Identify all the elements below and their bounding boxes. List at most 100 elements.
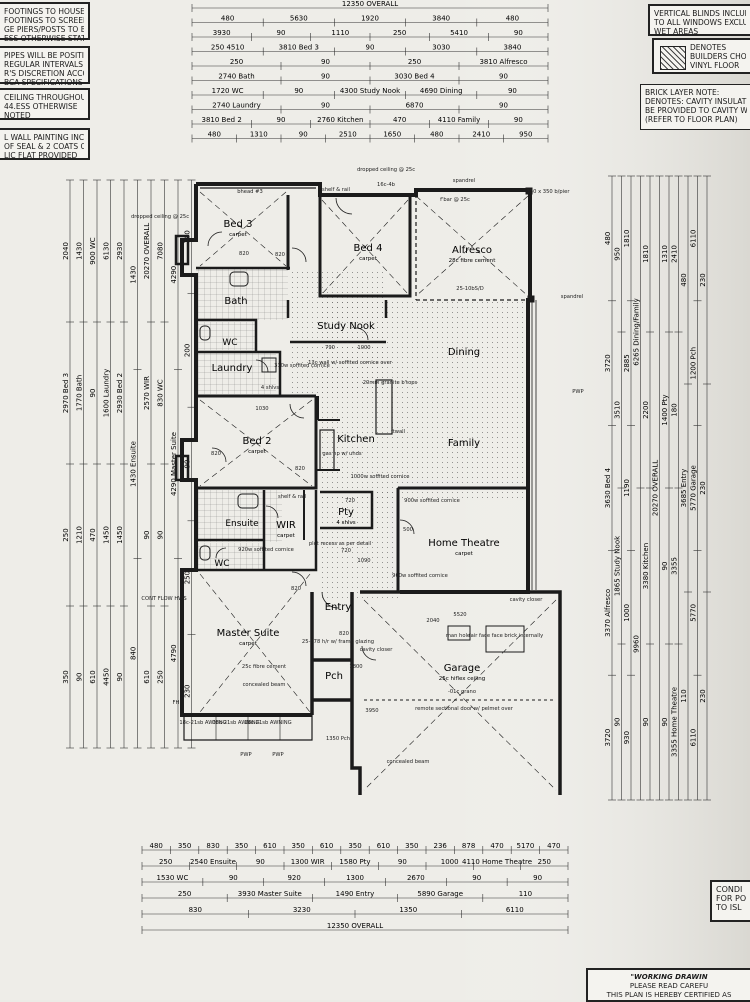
dimension-label: 1300 WIR [291, 858, 325, 866]
dimension-label: 1450 [103, 526, 111, 544]
dimension-label: 1000 [623, 604, 631, 622]
dimension-label: 1430 [76, 242, 84, 260]
dimension-label: 5410 [450, 29, 468, 37]
room-name: Home Theatre [428, 538, 499, 549]
plan-annotation: 1350 Pch [326, 736, 350, 742]
dimension-label: 3630 Bed 4 [604, 467, 612, 508]
dimension-label: 1720 WC [212, 87, 244, 95]
dimension-label: 3230 [293, 906, 311, 914]
dimension-label: 90 [321, 102, 330, 110]
room-name: Kitchen [337, 434, 375, 445]
dimension-label: 1310 [250, 131, 268, 139]
plan-annotation: spandrel [453, 178, 475, 184]
note-line: CONDI [716, 885, 743, 894]
room-name: Entry [325, 602, 352, 613]
dimension-label: 350 [62, 670, 70, 683]
dimension-label: 90 [89, 389, 97, 398]
room-finish: carpet [455, 551, 474, 557]
left-note-footings: FOOTINGS TO HOUSE TO BE -2c FOOTINGS TO … [0, 2, 90, 43]
dimension-label: 1200 Pch [690, 347, 698, 380]
note-line: 44.ESS OTHERWISE [4, 102, 78, 111]
dimension-label: 1310 [661, 245, 669, 263]
dimension-label: 12350 OVERALL [342, 0, 398, 8]
note-line: VERTICAL BLINDS INCLUDED [654, 9, 746, 18]
dimension-label: 90 [499, 73, 508, 81]
dimension-label: 950 [519, 131, 532, 139]
dimension-label: 110 [680, 689, 688, 702]
dimension-label: 4290 [170, 266, 178, 284]
dimension-label: 610 [89, 670, 97, 683]
dimension-label: 6110 [690, 229, 698, 247]
plan-annotation: 350 x 350 b/pier [527, 189, 571, 195]
plan-annotation: CONT FLOW HWS [141, 596, 186, 602]
dimension-label: 470 [393, 116, 406, 124]
plan-annotation: 900w soffited cornice [392, 573, 448, 579]
dimension-label: 2760 Kitchen [317, 116, 363, 124]
dimension-label: 90 [366, 44, 375, 52]
dimension-label: 90 [76, 673, 84, 682]
plan-annotation: PWP [572, 389, 583, 395]
dimension-label: 90 [398, 858, 407, 866]
room-name: Bed 3 [224, 219, 253, 230]
dimension-label: 90 [499, 102, 508, 110]
dimension-label: 90 [533, 874, 542, 882]
plan-annotation: dropped ceiling @ 25c [131, 214, 189, 220]
note-line: ESS OTHERWISE STATED [4, 34, 84, 43]
dimension-label: 1600 Laundry [103, 369, 111, 418]
plan-annotation: 820 [239, 251, 249, 257]
dimension-label: 5770 Garage [690, 465, 698, 511]
dimension-label: 1580 Pty [339, 858, 370, 866]
dimension-label: 878 [462, 842, 475, 850]
left-note-pipes: PIPES WILL BE POSITIONED REGULAR INTERVA… [0, 46, 90, 87]
plan-annotation: PWP [272, 752, 283, 758]
dimension-label: 1450 [116, 526, 124, 544]
dimension-label: 6110 [690, 729, 698, 747]
dimension-label: 3930 [213, 29, 231, 37]
dimension-label: 3030 [432, 44, 450, 52]
note-line: BCA SPECIFICATIONS [4, 78, 83, 87]
plan-annotation: ftwall [391, 429, 405, 435]
plan-annotation: plot recess as per detail [309, 541, 371, 547]
dimension-label: 90 [299, 131, 308, 139]
plan-annotation: 16c-4b [377, 182, 396, 188]
room-name: Pch [325, 671, 343, 682]
right-note-conditions: CONDI FOR PO TO ISL [710, 880, 750, 922]
dimension-label: 90 [294, 87, 303, 95]
plan-annotation: concealed beam [243, 682, 286, 688]
plan-annotation: cavity closer [360, 647, 394, 653]
dimension-label: 480 [208, 131, 221, 139]
plan-annotation: fair face face brick internally [469, 633, 543, 639]
dimension-label: 350 [292, 842, 305, 850]
dimension-label: 2885 [623, 354, 631, 372]
dimension-label: 2410 [472, 131, 490, 139]
dimension-label: 930 [623, 731, 631, 744]
dimension-label: 1400 Pty [661, 394, 669, 425]
room-name: WC [222, 338, 237, 348]
dimension-label: 480 [680, 273, 688, 286]
dimension-label: 4110 Home Theatre [462, 858, 532, 866]
dimension-label: 470 [89, 528, 97, 541]
dimension-label: 350 [348, 842, 361, 850]
dimension-label: 230 [699, 481, 707, 494]
room-name: Study Nook [317, 321, 375, 332]
dimension-label: 90 [321, 58, 330, 66]
dimension-label: 610 [263, 842, 276, 850]
note-line: FOOTINGS TO SCREEN WALLS, [4, 16, 84, 25]
floor-finishes [196, 268, 528, 600]
dimension-label: 480 [604, 232, 612, 245]
dimension-label: 6110 [506, 906, 524, 914]
dimension-label: 230 [184, 685, 192, 698]
note-line: CEILING THROUGHOUT [4, 93, 84, 102]
left-note-painting: L WALL PAINTING INCL. OF SEAL & 2 COATS … [0, 128, 90, 160]
dimension-label: 6265 Dining/Family [633, 298, 641, 366]
note-line: "WORKING DRAWIN [630, 973, 708, 981]
plan-annotation: concealed beam [387, 759, 430, 765]
room-finish: 4 shlvs [336, 520, 355, 526]
room-name: Dining [448, 347, 480, 358]
dimension-label: 90 [661, 718, 669, 727]
dimension-label: 2740 Bath [218, 73, 254, 81]
dimension-label: 1810 [623, 229, 631, 247]
dimension-label: 1350 [399, 906, 417, 914]
